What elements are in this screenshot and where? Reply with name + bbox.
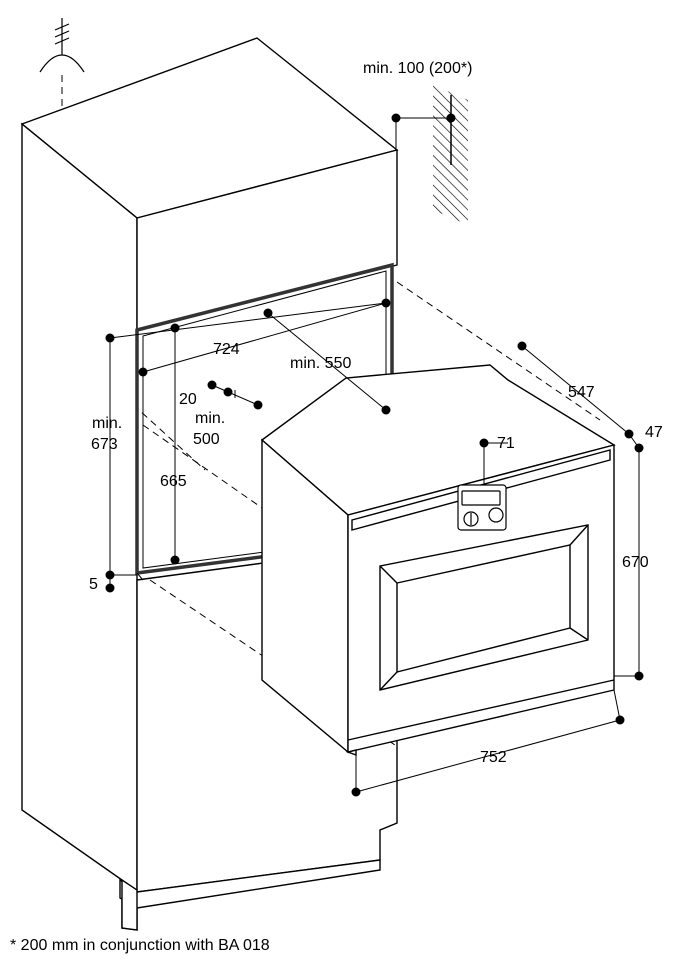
label-height-670: 670 <box>622 554 649 571</box>
label-width-724: 724 <box>213 341 240 358</box>
label-height-665: 665 <box>160 473 187 490</box>
label-depth-min-500-a: min. <box>195 410 225 427</box>
oven-control-panel <box>457 484 507 531</box>
label-depth-547: 547 <box>568 384 595 401</box>
label-height-min-673-b: 673 <box>91 436 118 453</box>
label-gap-20: 20 <box>179 391 197 408</box>
dimension-lines <box>109 117 640 793</box>
label-depth-47: 47 <box>645 424 663 441</box>
label-height-min-673-a: min. <box>92 415 122 432</box>
dimension-dots <box>105 113 644 797</box>
label-width-752: 752 <box>480 749 507 766</box>
rear-wall-hatch <box>433 85 468 225</box>
footnote: * 200 mm in conjunction with BA 018 <box>10 937 270 954</box>
ceiling-mount-symbol-top <box>39 18 85 73</box>
label-height-5: 5 <box>89 576 98 593</box>
oven-appliance <box>260 364 616 757</box>
label-wall-clearance: min. 100 (200*) <box>363 60 472 77</box>
label-panel-71: 71 <box>497 435 515 452</box>
label-depth-min-550: min. 550 <box>290 355 351 372</box>
label-depth-min-500-b: 500 <box>193 431 220 448</box>
tall-cabinet <box>20 37 399 931</box>
